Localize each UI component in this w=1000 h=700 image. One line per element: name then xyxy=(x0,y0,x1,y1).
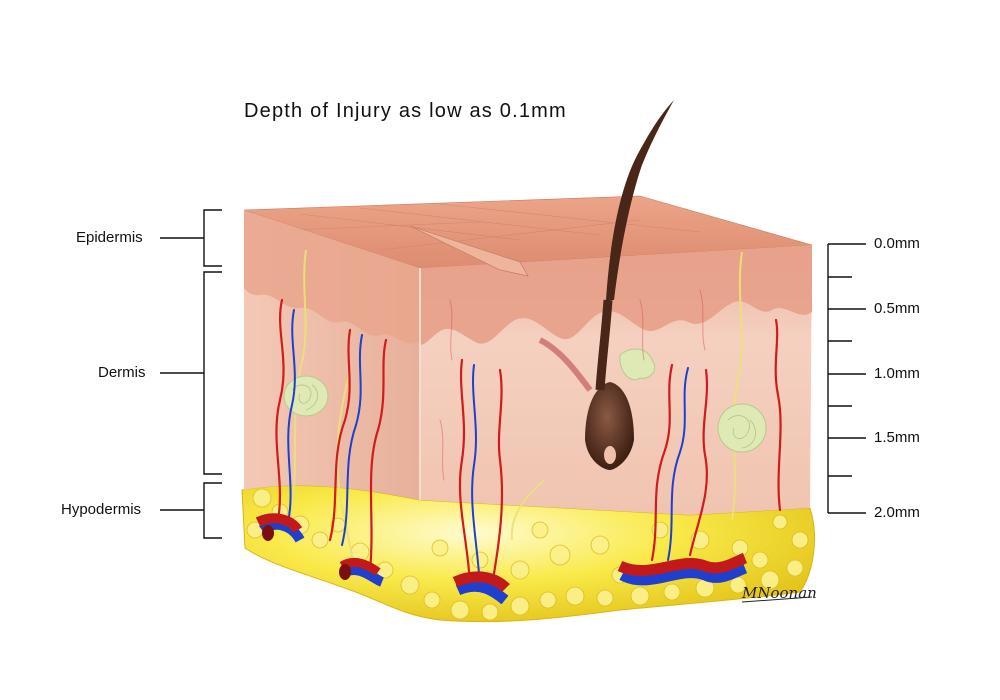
layer-label-epidermis: Epidermis xyxy=(76,229,143,246)
depth-label-3: 1.5mm xyxy=(874,429,920,446)
hypodermis-bracket xyxy=(160,482,222,539)
depth-label-2: 1.0mm xyxy=(874,365,920,382)
large-vessels xyxy=(255,513,748,605)
layer-label-dermis: Dermis xyxy=(98,364,146,381)
depth-label-1: 0.5mm xyxy=(874,300,920,317)
diagram-title: Depth of Injury as low as 0.1mm xyxy=(244,100,567,122)
hair-follicle-icon xyxy=(585,100,674,470)
epidermis-bracket xyxy=(160,209,222,267)
depth-label-4: 2.0mm xyxy=(874,504,920,521)
depth-label-0: 0.0mm xyxy=(874,235,920,252)
skin-block-illustration xyxy=(241,100,816,623)
dermis-bracket xyxy=(160,271,222,475)
hair-shaft xyxy=(606,100,674,300)
artist-signature: MNoonan xyxy=(742,584,817,602)
blood-vessel-icon xyxy=(275,289,782,589)
depth-scale xyxy=(827,243,866,514)
epidermis-band-side xyxy=(244,210,420,344)
layer-label-hypodermis: Hypodermis xyxy=(61,501,142,518)
layer-brackets xyxy=(160,209,222,539)
